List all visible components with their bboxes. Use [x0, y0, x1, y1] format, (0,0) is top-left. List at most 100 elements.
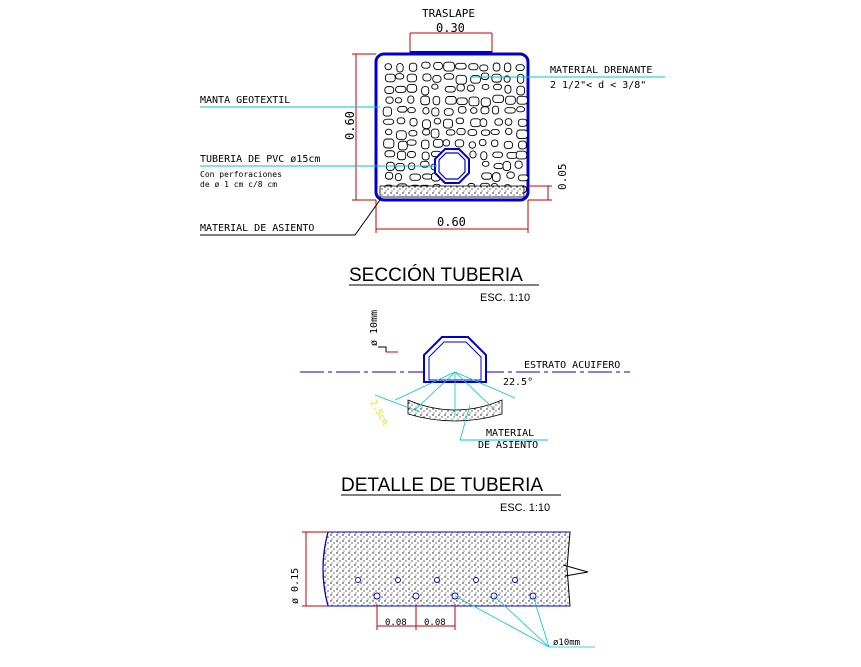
- width-value: 0.60: [437, 215, 466, 229]
- gravel-stone: [431, 107, 440, 117]
- gravel-stone: [432, 138, 444, 148]
- gravel-stone: [406, 73, 418, 83]
- gravel-stone: [514, 160, 523, 169]
- gravel-stone: [433, 117, 442, 125]
- gravel-stone: [491, 139, 499, 148]
- tuberia-label: TUBERIA DE PVC ø15cm: [200, 154, 320, 165]
- gravel-stone: [433, 62, 443, 70]
- gravel-stone: [407, 95, 415, 104]
- gravel-stone: [480, 72, 490, 80]
- gravel-stone: [421, 61, 431, 69]
- seccion-scale: ESC. 1:10: [480, 292, 530, 304]
- gravel-stone: [491, 105, 500, 115]
- gravel-stone: [385, 96, 394, 104]
- perforaciones-line2: de ø 1 cm c/8 cm: [200, 180, 277, 189]
- spacing-2: 0.08: [424, 618, 446, 628]
- gravel-stone: [506, 171, 515, 179]
- gravel-stone: [455, 117, 465, 125]
- traslape-label: TRASLAPE: [422, 7, 475, 20]
- gravel-stone: [493, 163, 504, 170]
- gravel-stone: [445, 129, 456, 136]
- gravel-stone: [422, 173, 433, 180]
- gravel-stone: [516, 85, 525, 96]
- gravel-stone: [491, 73, 502, 83]
- gravel-stone: [383, 138, 395, 149]
- gravel-stone: [394, 173, 402, 182]
- gravel-stone: [480, 129, 491, 136]
- gravel-stone: [384, 63, 392, 71]
- gravel-stone: [466, 84, 475, 92]
- gravel-stone: [422, 73, 432, 82]
- gravel-stone: [383, 118, 395, 125]
- gravel-stone: [395, 73, 405, 80]
- spacing-1: 0.08: [385, 618, 407, 628]
- gravel-stone: [443, 108, 454, 116]
- gravel-stone: [443, 61, 455, 72]
- traslape-value: 0.30: [436, 21, 465, 35]
- gravel-stone: [384, 73, 396, 83]
- gravel-stone: [396, 117, 406, 125]
- gravel-stone: [492, 62, 501, 72]
- seccion-asiento-line2: DE ASIENTO: [478, 440, 538, 451]
- gravel-stone: [479, 64, 489, 72]
- drainage-stones: [382, 61, 529, 194]
- gravel-stone: [430, 128, 440, 139]
- gravel-stone: [457, 106, 467, 114]
- pvc-pipe-inner: [438, 152, 466, 180]
- gravel-stone: [505, 127, 513, 135]
- seccion-tuberia: SECCIÓN TUBERIA ESC. 1:10 ø 10mm ESTRATO…: [300, 264, 630, 451]
- detalle-scale: ESC. 1:10: [500, 502, 550, 514]
- gravel-stone: [421, 86, 430, 96]
- gravel-stone: [420, 95, 430, 106]
- gravel-stone: [431, 83, 439, 90]
- gravel-stone: [421, 139, 430, 150]
- gravel-stone: [406, 151, 416, 158]
- gravel-stone: [481, 83, 490, 90]
- gravel-stone: [493, 83, 502, 91]
- gravel-stone: [478, 138, 487, 147]
- gravel-stone: [468, 141, 477, 149]
- gravel-stone: [492, 172, 501, 182]
- gravel-stone: [394, 97, 403, 104]
- gravel-stone: [397, 106, 408, 113]
- seccion-pipe-outer: [423, 336, 487, 383]
- asiento-leader: [200, 199, 381, 236]
- gravel-stone: [406, 84, 418, 93]
- gravel-stone: [505, 95, 516, 105]
- gravel-stone: [409, 173, 422, 181]
- gravel-stone: [395, 85, 407, 93]
- gravel-stone: [515, 150, 528, 160]
- gravel-stone: [384, 86, 395, 94]
- gravel-stone: [517, 118, 528, 127]
- asiento-label: MATERIAL DE ASIENTO: [200, 223, 314, 234]
- gravel-stone: [467, 129, 478, 136]
- gravel-stone: [490, 129, 500, 135]
- drenante-range: 2 1/2"< d < 3/8": [550, 80, 646, 91]
- gravel-stone: [456, 83, 465, 92]
- gravel-stone: [408, 130, 418, 137]
- gravel-stone: [481, 172, 493, 180]
- gravel-stone: [503, 62, 512, 73]
- gravel-stone: [422, 107, 430, 115]
- gravel-stone: [384, 128, 393, 136]
- gravel-stone: [409, 118, 418, 127]
- gravel-stone: [516, 95, 528, 105]
- gravel-stone: [397, 140, 408, 151]
- manta-label: MANTA GEOTEXTIL: [200, 95, 290, 106]
- gravel-stone: [504, 107, 516, 114]
- gravel-stone: [432, 75, 442, 83]
- break-line: [562, 564, 589, 577]
- gravel-stone: [396, 63, 404, 73]
- hole-leaders: [454, 595, 595, 648]
- perforaciones-line1: Con perforaciones: [200, 170, 282, 179]
- seccion-diameter-label: ø 10mm: [369, 310, 380, 346]
- gravel-stone: [456, 128, 466, 136]
- gravel-stone: [407, 107, 416, 114]
- gravel-stone: [432, 95, 441, 106]
- gravel-stone: [516, 106, 526, 113]
- gravel-stone: [503, 141, 514, 149]
- gravel-stone: [517, 174, 529, 182]
- estrato-label: ESTRATO ACUIFERO: [524, 360, 620, 371]
- gravel-stone: [480, 106, 490, 115]
- gravel-stone: [480, 97, 491, 107]
